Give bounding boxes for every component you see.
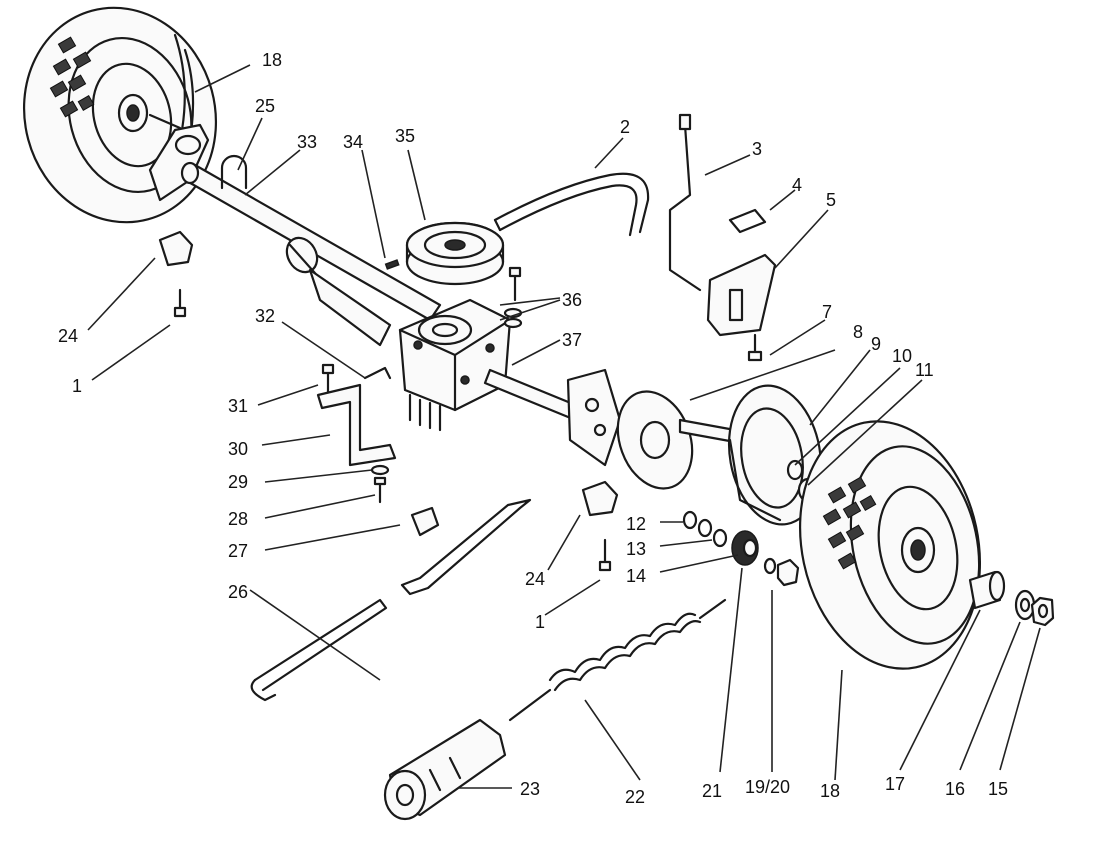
callout-18-right: 18 [820, 781, 840, 801]
support-bracket-left [158, 230, 194, 318]
hub-spacer [968, 570, 1006, 610]
pinion-gear [731, 530, 759, 566]
callout-1-right: 1 [535, 612, 545, 632]
callout-32: 32 [255, 306, 275, 326]
callout-17: 17 [885, 774, 905, 794]
callout-12: 12 [626, 514, 646, 534]
callout-2: 2 [620, 117, 630, 137]
callout-labels: 18 25 33 34 35 2 3 4 5 7 8 9 10 11 36 37… [58, 50, 1008, 807]
callout-35: 35 [395, 126, 415, 146]
callout-7: 7 [822, 302, 832, 322]
lever-pin [363, 366, 392, 380]
callout-37: 37 [562, 330, 582, 350]
callout-1-left: 1 [72, 376, 82, 396]
support-bracket-right [581, 480, 619, 572]
spring-clip [728, 208, 767, 234]
callout-5: 5 [826, 190, 836, 210]
callout-10: 10 [892, 346, 912, 366]
handle-grip [383, 718, 507, 821]
mount-screw [373, 476, 387, 504]
wheel-washer [1014, 589, 1036, 621]
callout-18-left: 18 [262, 50, 282, 70]
snap-rings [682, 510, 728, 548]
control-rod [250, 498, 532, 702]
callout-21: 21 [702, 781, 722, 801]
callout-11: 11 [915, 360, 934, 380]
callout-28: 28 [228, 509, 248, 529]
pulley-key [384, 259, 400, 270]
callout-25: 25 [255, 96, 275, 116]
bracket-screw [747, 333, 763, 362]
callout-8: 8 [853, 322, 863, 342]
transmission-gearbox [398, 298, 512, 432]
callout-23: 23 [520, 779, 540, 799]
callout-24-right: 24 [525, 569, 545, 589]
callout-34: 34 [343, 132, 363, 152]
coil-spring [508, 598, 727, 722]
callout-3: 3 [752, 139, 762, 159]
callout-22: 22 [625, 787, 645, 807]
callout-13: 13 [626, 539, 646, 559]
callout-26: 26 [228, 582, 248, 602]
callout-29: 29 [228, 472, 248, 492]
wheel-nut [1030, 596, 1055, 627]
bushing-bolt [763, 557, 800, 587]
pivot-clip [410, 506, 440, 537]
callout-14: 14 [626, 566, 646, 586]
callout-15: 15 [988, 779, 1008, 799]
callout-4: 4 [792, 175, 802, 195]
cable-bracket [706, 253, 777, 337]
callout-36: 36 [562, 290, 582, 310]
pulley [405, 221, 505, 286]
callout-27: 27 [228, 541, 248, 561]
drive-belt [493, 172, 650, 237]
callout-33: 33 [297, 132, 317, 152]
leader-lines [87, 64, 1041, 789]
mount-bolt [321, 363, 335, 394]
left-wheel [22, 6, 218, 224]
callout-30: 30 [228, 439, 248, 459]
drive-cable [668, 113, 702, 292]
callout-9: 9 [871, 334, 881, 354]
hub-bracket [566, 368, 622, 467]
callout-31: 31 [228, 396, 248, 416]
callout-19-20: 19/20 [745, 777, 790, 797]
clutch-plate [616, 390, 737, 490]
callout-16: 16 [945, 779, 965, 799]
mount-bracket [316, 383, 397, 467]
right-wheel [798, 420, 982, 670]
mount-washer [370, 464, 390, 476]
callout-24-left: 24 [58, 326, 78, 346]
left-axle-bracket [148, 113, 210, 202]
u-clip [220, 154, 248, 190]
axle-shaft [180, 161, 442, 347]
